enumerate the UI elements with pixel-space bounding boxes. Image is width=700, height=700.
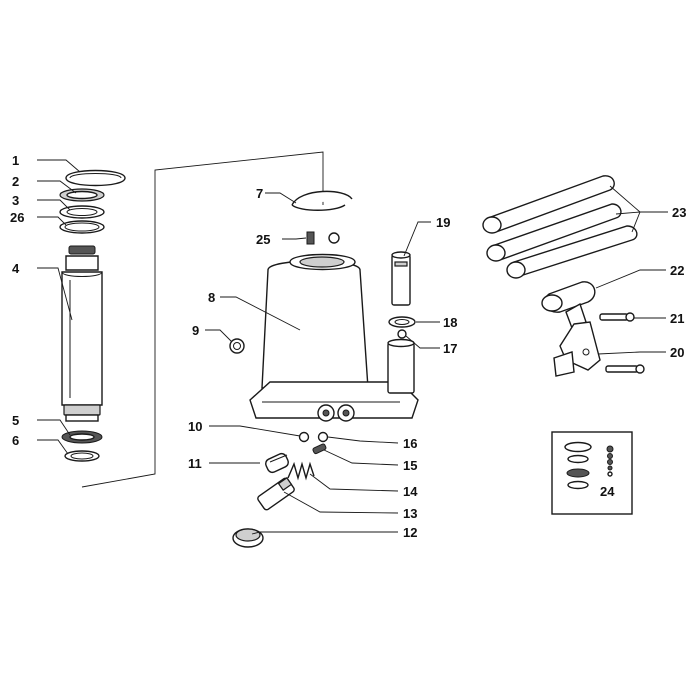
- callout-8: 8: [208, 290, 215, 305]
- part-20-linkage-and-pin: [553, 321, 645, 377]
- callout-10: 10: [188, 419, 202, 434]
- callout-22: 22: [670, 263, 684, 278]
- callout-9: 9: [192, 323, 199, 338]
- part-25-steel-ball-and-spring: [306, 231, 340, 245]
- callout-4: 4: [12, 261, 20, 276]
- part-26-o-ring: [59, 220, 105, 234]
- part-9-release-screw: [229, 338, 245, 354]
- callout-7: 7: [256, 186, 263, 201]
- part-7-retaining-clip: [291, 190, 353, 211]
- callout-17: 17: [443, 341, 457, 356]
- callout-24: 24: [600, 484, 615, 499]
- part-23-handle-sections: [482, 175, 638, 279]
- callout-25: 25: [256, 232, 270, 247]
- callout-18: 18: [443, 315, 457, 330]
- part-18-seal-washer: [388, 316, 416, 328]
- callout-labels: 1 2 3 26 4 5 6 7 25 8 9 10 11 12 13 14 1…: [10, 153, 686, 540]
- callout-20: 20: [670, 345, 684, 360]
- callout-3: 3: [12, 193, 19, 208]
- callout-12: 12: [403, 525, 417, 540]
- callout-2: 2: [12, 174, 19, 189]
- callout-21: 21: [670, 311, 684, 326]
- callout-16: 16: [403, 436, 417, 451]
- part-6-washer: [64, 450, 100, 462]
- seal-kit-box: [551, 431, 633, 515]
- callout-11: 11: [188, 456, 202, 471]
- assembly-bracket: [81, 151, 324, 488]
- callout-26: 26: [10, 210, 24, 225]
- part-17-pump-cylinder: [387, 329, 415, 394]
- callout-15: 15: [403, 458, 417, 473]
- part-22-handle-socket: [541, 281, 596, 329]
- part-16-steel-ball: [317, 431, 329, 443]
- part-4-ram: [61, 245, 103, 422]
- part-11-valve-plug: [265, 452, 289, 474]
- part-12-release-knob: [232, 528, 264, 548]
- part-14-spring: [287, 461, 315, 481]
- part-1-retaining-ring: [65, 169, 126, 187]
- callout-23: 23: [672, 205, 686, 220]
- part-5-piston-seal: [61, 430, 103, 444]
- part-3-seal-ring: [59, 205, 105, 219]
- leader-lines: [37, 159, 668, 535]
- callout-13: 13: [403, 506, 417, 521]
- part-2-wiper-ring: [59, 188, 105, 202]
- part-19-pump-plunger: [391, 251, 411, 306]
- callout-19: 19: [436, 215, 450, 230]
- callout-14: 14: [403, 484, 418, 499]
- part-8-cylinder-body: [249, 253, 419, 422]
- part-21-pin: [599, 312, 635, 322]
- callout-5: 5: [12, 413, 19, 428]
- callout-6: 6: [12, 433, 19, 448]
- part-15-spring: [312, 443, 327, 455]
- part-13-pump-piston: [257, 477, 295, 511]
- part-10-steel-ball: [298, 431, 310, 443]
- callout-1: 1: [12, 153, 19, 168]
